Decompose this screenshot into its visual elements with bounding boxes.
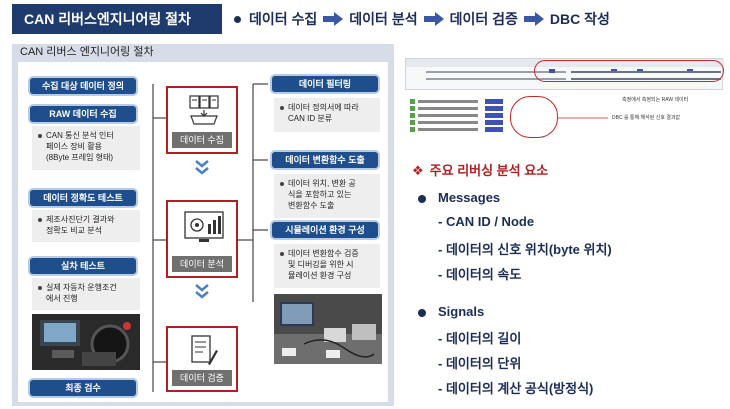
dbc-annotation: DBC 를 통해 해석된 신호 결과값 (612, 115, 681, 121)
note-conversion-function: 데이터 위치, 변환 공 식을 포함하고 있는 변환함수 도출 (274, 174, 380, 218)
pill-conversion-function: 데이터 변환함수 도출 (272, 152, 378, 168)
page-title: CAN 리버스엔지니어링 절차 (12, 4, 222, 34)
pill-accuracy-test: 데이터 정확도 테스트 (30, 190, 136, 206)
note-accuracy-test: 제조사진단기 결과와 정확도 비교 분석 (32, 210, 140, 242)
arrow-right-icon (323, 12, 344, 26)
note-vehicle-test: 실제 자동차 운행조건 에서 진행 (32, 278, 140, 310)
stage-collection: 데이터 수집 (166, 86, 238, 154)
panel-body: 수집 대상 데이터 정의 RAW 데이터 수집 CAN 통신 분석 인터 페이스… (18, 62, 388, 402)
note-raw-collection: CAN 통신 분석 인터 페이스 장비 활용 (8Byte 프레임 형태) (32, 126, 140, 170)
highlight-ellipse (534, 60, 724, 82)
flow-step-2: 데이터 분석 (349, 11, 418, 27)
stage-validation: 데이터 검증 (166, 326, 238, 392)
signals-heading: Signals (418, 304, 484, 319)
flow-step-1: 데이터 수집 (249, 11, 318, 27)
list-item: - 데이터의 신호 위치(byte 위치) (438, 242, 612, 257)
raw-data-grid (406, 59, 724, 80)
flow-step-4: DBC 작성 (549, 11, 610, 27)
list-item: - 데이터의 속도 (438, 267, 522, 282)
pill-simulation-setup: 시뮬레이션 환경 구성 (272, 222, 378, 238)
raw-data-annotation: 측정에서 측정되는 RAW 데이터 (622, 97, 689, 103)
bullet-icon (418, 194, 426, 203)
pill-final-review: 최종 검수 (30, 380, 136, 396)
vehicle-test-photo (32, 314, 140, 370)
list-item: - 데이터의 단위 (438, 356, 522, 371)
note-simulation-setup: 데이터 변환함수 검증 및 디버깅을 위한 시 뮬레이션 환경 구성 (274, 244, 380, 288)
section-title: ❖주요 리버싱 분석 요소 (412, 163, 549, 178)
annotation-connector (558, 117, 608, 119)
note-data-filtering: 데이터 정의서에 따라 CAN ID 분류 (274, 98, 380, 132)
messages-heading: Messages (418, 190, 500, 205)
raw-data-screenshot (405, 58, 724, 90)
pill-vehicle-test: 실차 테스트 (30, 258, 136, 274)
panel-caption: CAN 리버스 엔지니어링 절차 (20, 46, 154, 58)
connector-lines (152, 83, 268, 392)
stage-analysis: 데이터 분석 (166, 200, 238, 278)
checklist-pen-icon (191, 335, 218, 365)
list-item: - 데이터의 길이 (438, 331, 522, 346)
stage-label: 데이터 검증 (172, 370, 232, 386)
chevron-down-icon (195, 284, 209, 299)
monitor-gear-icon (184, 211, 224, 242)
signal-list-screenshot (410, 98, 540, 136)
list-item: - CAN ID / Node (438, 214, 535, 229)
bullet-icon (418, 308, 426, 317)
procedure-panel: CAN 리버스 엔지니어링 절차 수집 대상 데이터 정의 RAW 데이터 수집… (12, 44, 394, 406)
diamond-bullet-icon: ❖ (412, 163, 424, 178)
document-stack-icon (189, 95, 219, 125)
process-flow: 데이터 수집 데이터 분석 데이터 검증 DBC 작성 (234, 8, 610, 30)
chevron-down-icon (195, 160, 209, 175)
highlight-ellipse (510, 96, 558, 138)
bullet-icon (234, 15, 241, 23)
flow-step-3: 데이터 검증 (449, 11, 518, 27)
pill-raw-collection: RAW 데이터 수집 (30, 106, 136, 122)
stage-label: 데이터 수집 (172, 132, 232, 148)
pill-target-definition: 수집 대상 데이터 정의 (30, 78, 136, 94)
arrow-right-icon (423, 12, 444, 26)
simulation-photo (274, 294, 382, 364)
arrow-right-icon (523, 12, 544, 26)
stage-label: 데이터 분석 (172, 256, 232, 272)
pill-data-filtering: 데이터 필터링 (272, 76, 378, 92)
list-item: - 데이터의 계산 공식(방정식) (438, 381, 594, 396)
